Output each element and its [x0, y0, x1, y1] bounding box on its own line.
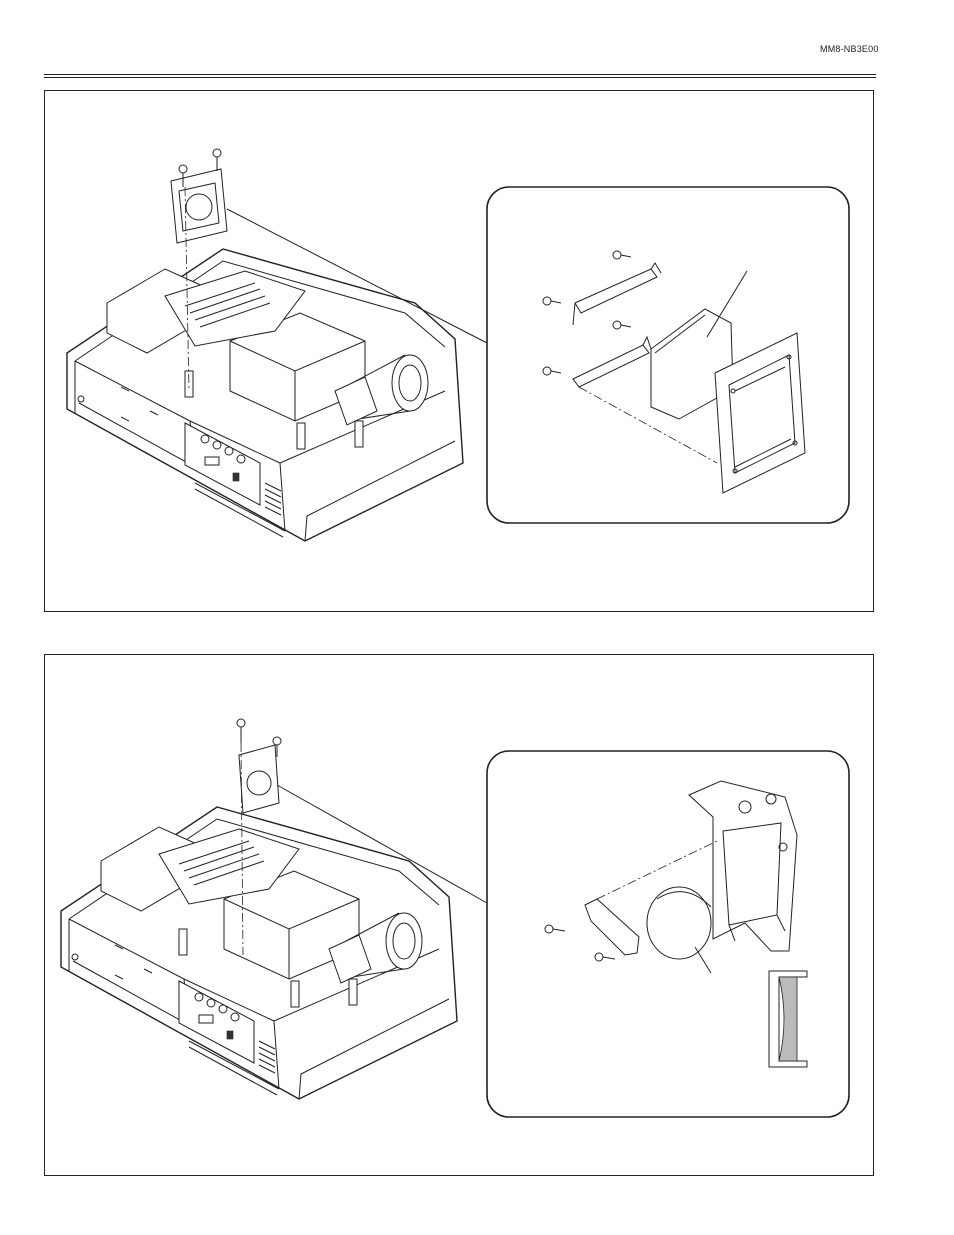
- header-rule-top: [44, 74, 876, 75]
- header-rule-bottom: [44, 77, 876, 78]
- projector-chassis-icon: [67, 249, 463, 541]
- lens-holder-removed-icon: [239, 745, 279, 813]
- figure-1-panel: [44, 90, 874, 612]
- filter-bracket-removed-icon: [171, 169, 227, 243]
- figure-2-illustration: [45, 655, 875, 1177]
- figure-2-panel: [44, 654, 874, 1176]
- document-code: MM8-NB3E00: [820, 44, 879, 54]
- figure-1-illustration: [45, 91, 875, 613]
- projector-chassis-icon: [61, 807, 457, 1099]
